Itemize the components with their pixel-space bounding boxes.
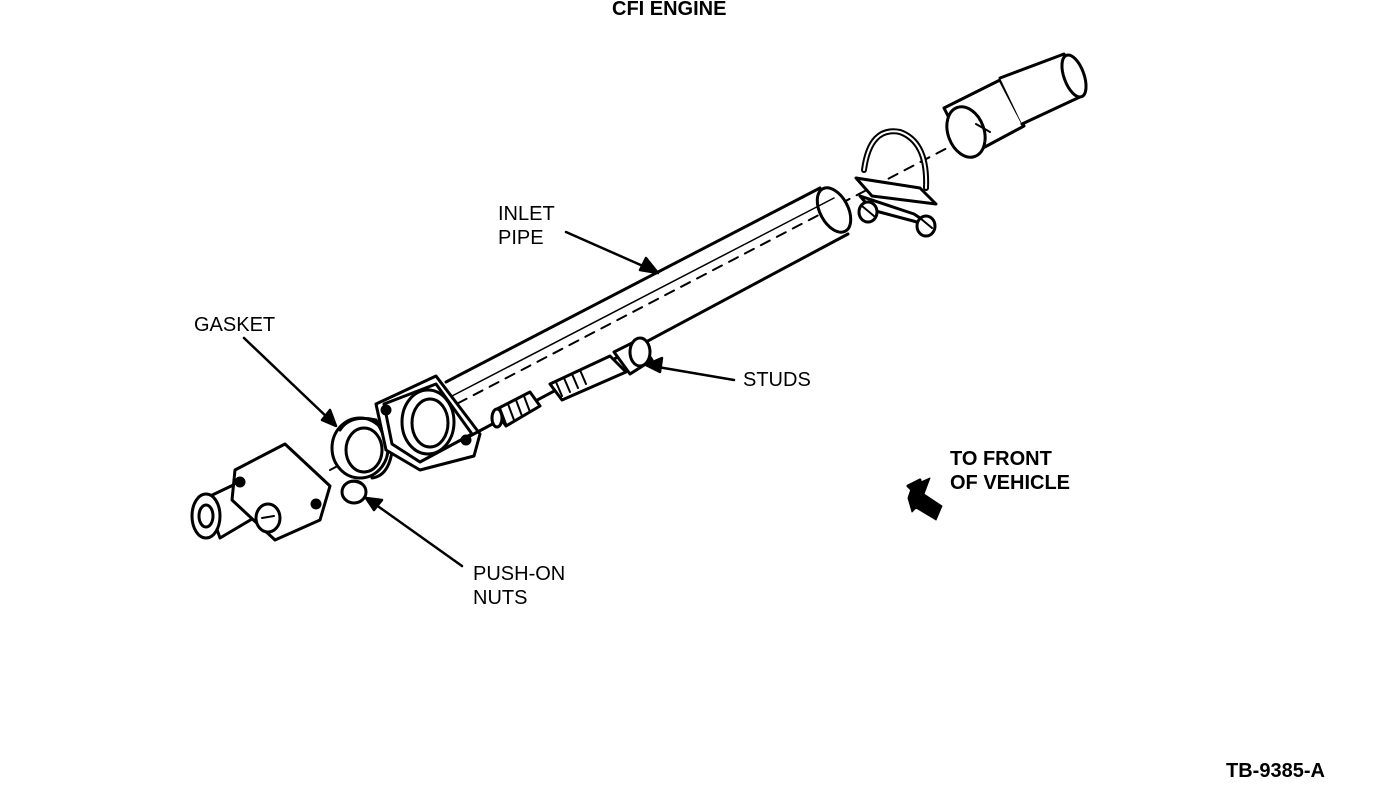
gasket-label: GASKET — [194, 314, 276, 336]
u-bolt-clamp — [854, 128, 938, 238]
inlet-pipe-label: INLET PIPE — [498, 203, 555, 249]
studs-leader — [650, 364, 736, 382]
push-on-nuts-label: PUSH-ON NUTS — [473, 563, 566, 609]
leader-lines — [242, 230, 736, 568]
studs-label: STUDS — [743, 369, 811, 391]
inlet-pipe-leader — [564, 230, 654, 272]
front-of-vehicle-label: TO FRONT OF VEHICLE — [950, 448, 1071, 494]
inlet-pipe-flange — [374, 374, 482, 472]
figure-code: TB-9385-A — [1226, 760, 1325, 782]
gasket-leader — [242, 336, 332, 422]
tailpipe-sleeve — [942, 52, 1088, 159]
studs — [490, 336, 654, 429]
push-on-nuts-leader — [370, 500, 464, 568]
exhaust-manifold-outlet — [190, 442, 332, 542]
push-on-nut — [340, 479, 368, 505]
diagram-title: CFI ENGINE — [612, 0, 727, 20]
